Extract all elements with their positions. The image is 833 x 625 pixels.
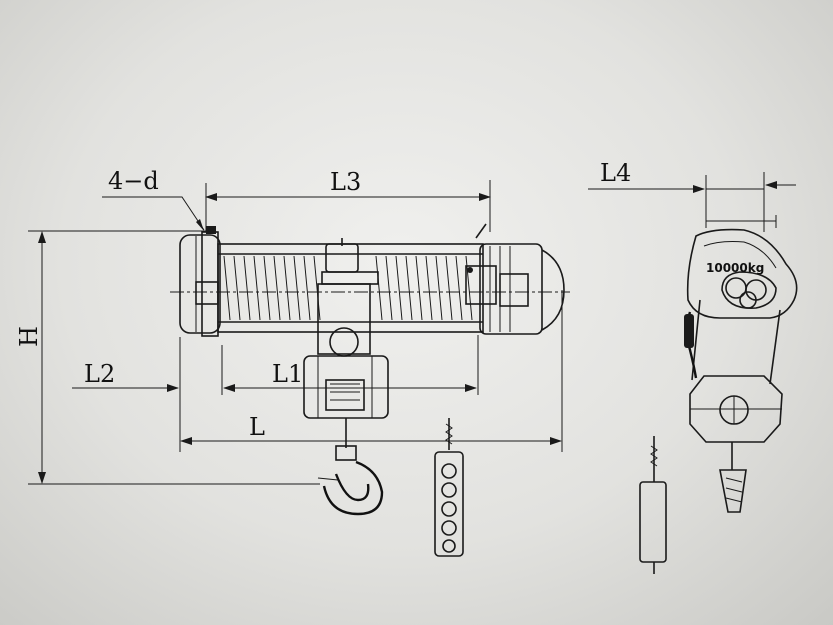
drum-rope-windings bbox=[223, 255, 473, 321]
hoist-side-view: 10000kg bbox=[684, 228, 798, 513]
dimension-l2-label: L2 bbox=[84, 360, 115, 388]
capacity-plate-label: 10000kg bbox=[706, 261, 764, 275]
dimension-labels: 4−d L3 L4 H L2 L1 L bbox=[15, 159, 631, 441]
hole-callout-label: 4−d bbox=[108, 167, 159, 195]
dimension-lines bbox=[28, 172, 796, 485]
dimension-h-label: H bbox=[15, 326, 43, 347]
dimension-l-label: L bbox=[249, 413, 265, 441]
dimension-l3-label: L3 bbox=[330, 168, 361, 196]
dimension-l1-label: L1 bbox=[272, 360, 303, 388]
pendant-control-front bbox=[434, 418, 464, 557]
dimension-l4-label: L4 bbox=[600, 159, 631, 187]
pendant-control-side bbox=[639, 436, 667, 574]
hoist-front-view bbox=[170, 223, 570, 516]
